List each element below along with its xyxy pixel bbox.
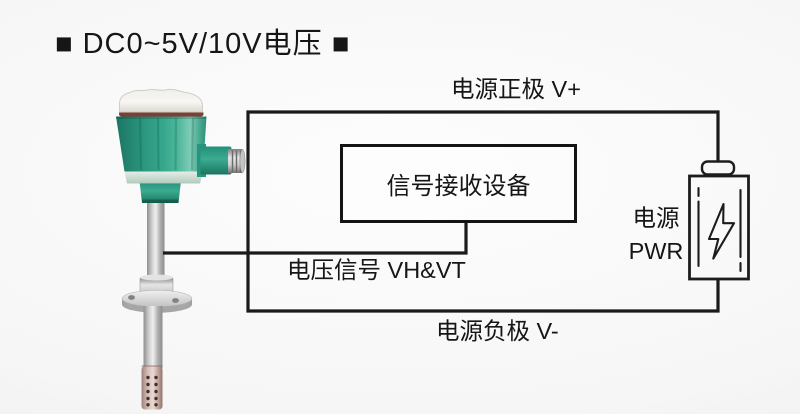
sensor-head <box>116 116 207 172</box>
power-positive-label: 电源正极 V+ <box>451 76 581 102</box>
power-label-en: PWR <box>628 238 684 264</box>
battery-body <box>688 174 750 281</box>
battery-cap <box>700 160 736 176</box>
power-supply-label: 电源 PWR <box>626 202 686 268</box>
sensor-photo <box>116 88 246 410</box>
voltage-signal-label: 电压信号 VH&VT <box>287 257 466 283</box>
sensor-cable-gland <box>197 144 246 177</box>
signal-wire <box>163 221 468 255</box>
lightning-bolt-icon <box>707 202 736 260</box>
flange-bolt-hole <box>172 298 179 303</box>
battery-contact-lines <box>697 186 742 273</box>
sensor-probe-tube <box>143 306 163 368</box>
power-loop-wire <box>246 110 720 313</box>
battery-icon <box>688 160 750 281</box>
flange-bolt-hole <box>128 295 135 300</box>
sensor-probe-tip <box>141 365 163 410</box>
signal-receiver-label: 信号接收设备 <box>386 173 531 200</box>
circuit-wires <box>163 110 720 313</box>
signal-receiver-box: 信号接收设备 <box>340 144 577 223</box>
sensor-cap <box>119 88 203 113</box>
power-label-cn: 电源 <box>632 205 680 231</box>
power-negative-label: 电源负极 V- <box>436 318 559 344</box>
page-title: ■ DC0~5V/10V电压 ■ <box>55 28 351 60</box>
sensor-rod <box>147 200 165 278</box>
sensor-neck <box>139 181 181 203</box>
sensor-base-band <box>124 171 203 184</box>
